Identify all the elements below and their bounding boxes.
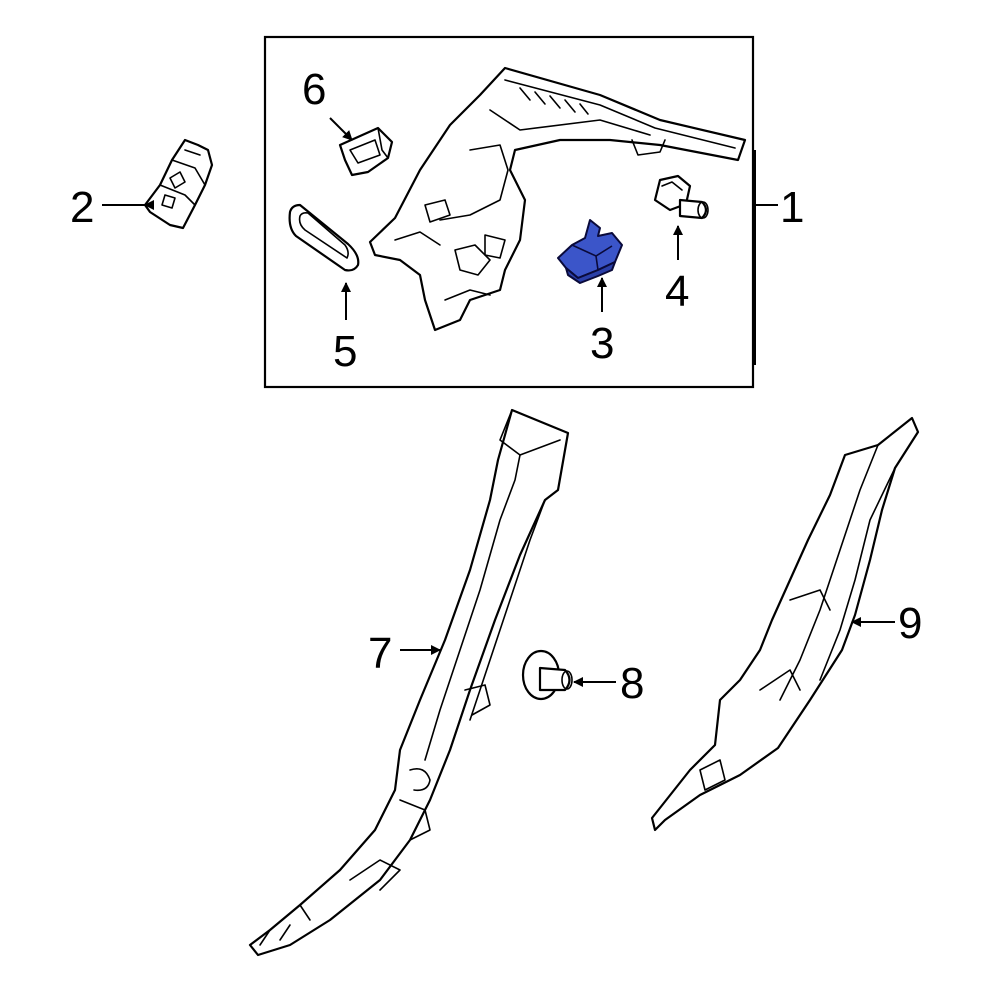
part-1-quarter-panel[interactable] xyxy=(368,66,747,332)
assembly-box xyxy=(263,35,755,389)
callout-5: 5 xyxy=(333,327,357,376)
part-9-trim-panel[interactable] xyxy=(650,416,920,832)
callout-7: 7 xyxy=(368,629,392,678)
callout-9: 9 xyxy=(898,599,922,648)
callout-2: 2 xyxy=(70,183,94,232)
part-6-clip[interactable] xyxy=(338,126,394,177)
callout-8: 8 xyxy=(620,659,644,708)
part-5-grommet[interactable] xyxy=(288,203,360,272)
leader-lines xyxy=(102,117,895,687)
callout-4: 4 xyxy=(665,267,689,316)
part-2-bracket[interactable] xyxy=(143,138,214,230)
part-8-fastener[interactable] xyxy=(521,649,573,701)
callout-6: 6 xyxy=(302,65,326,114)
part-3-bracket[interactable] xyxy=(557,219,623,284)
part-4-push-pin[interactable] xyxy=(653,174,709,220)
callout-3: 3 xyxy=(590,319,614,368)
part-7-pillar-trim[interactable] xyxy=(248,408,570,957)
callout-1: 1 xyxy=(780,183,804,232)
